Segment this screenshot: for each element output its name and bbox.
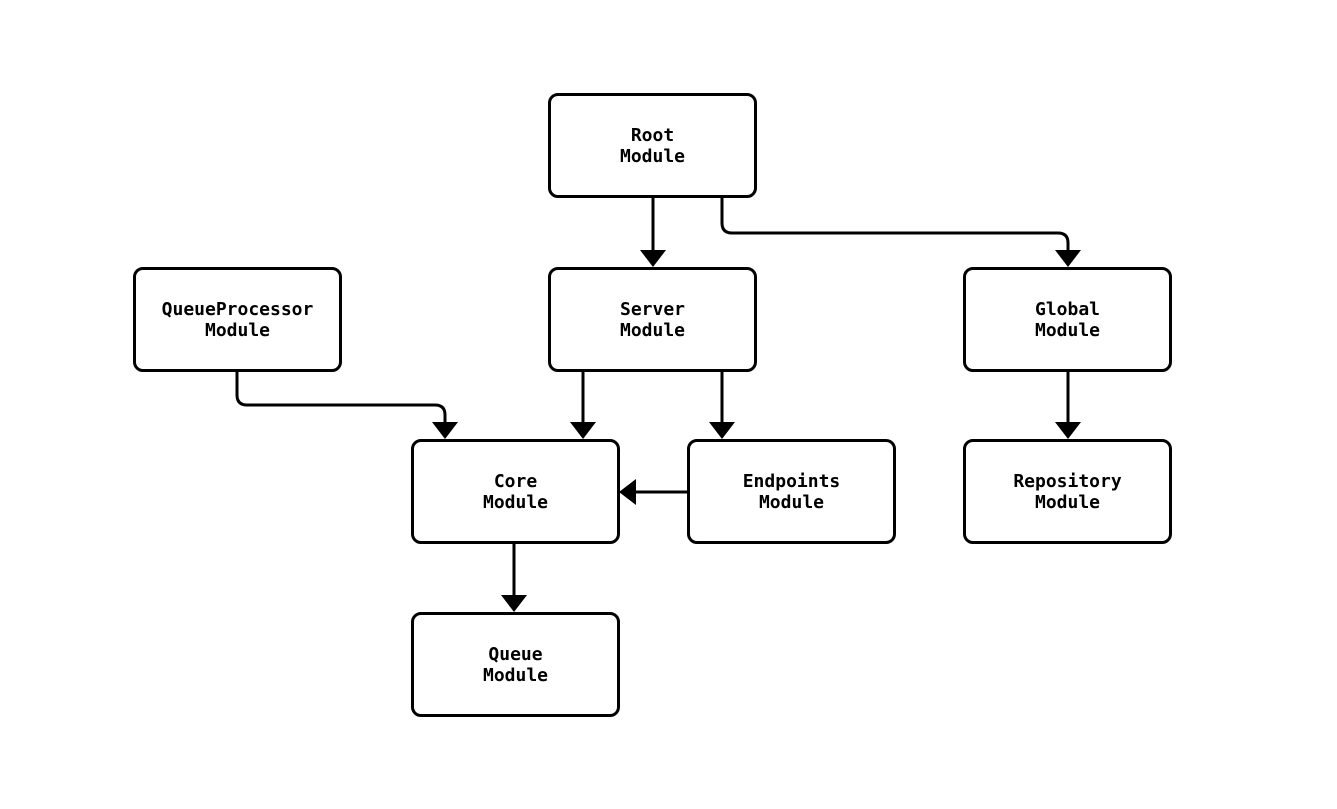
edge-root-to-global	[720, 198, 1070, 252]
node-queue-module: Queue Module	[411, 612, 620, 717]
node-label-line: Queue	[488, 643, 543, 665]
arrowhead-queueprocessor-to-core	[432, 422, 458, 439]
node-repository-module: Repository Module	[963, 439, 1172, 544]
node-queueprocessor-module: QueueProcessor Module	[133, 267, 342, 372]
node-label-line: Repository	[1013, 470, 1122, 492]
arrowhead-server-to-core	[570, 422, 596, 439]
node-endpoints-module: Endpoints Module	[687, 439, 896, 544]
node-global-module-label: Global Module	[1035, 299, 1100, 341]
arrowhead-root-to-server	[640, 250, 666, 267]
node-label-line: Module	[1034, 491, 1101, 513]
node-core-module: Core Module	[411, 439, 620, 544]
node-label-line: Root	[630, 124, 675, 146]
node-label-line: Module	[482, 491, 549, 513]
node-label-line: Module	[758, 491, 824, 513]
node-repository-module-label: Repository Module	[1013, 471, 1121, 513]
node-label-line: Global	[1034, 298, 1101, 320]
node-root-module-label: Root Module	[620, 125, 685, 167]
node-label-line: Core	[493, 470, 538, 492]
edge-queueprocessor-to-core	[235, 372, 447, 424]
node-label-line: Module	[482, 664, 549, 686]
node-queue-module-label: Queue Module	[483, 644, 548, 686]
node-root-module: Root Module	[548, 93, 757, 198]
node-label-line: Module	[619, 145, 686, 167]
node-label-line: Endpoints	[742, 470, 841, 492]
arrowhead-server-to-endpoints	[709, 422, 735, 439]
arrowhead-global-to-repository	[1055, 422, 1081, 439]
node-queueprocessor-module-label: QueueProcessor Module	[162, 299, 314, 341]
node-label-line: QueueProcessor	[161, 298, 314, 320]
node-label-line: Module	[1034, 319, 1101, 341]
node-global-module: Global Module	[963, 267, 1172, 372]
node-label-line: Module	[619, 319, 686, 341]
arrowhead-core-to-queue	[501, 595, 527, 612]
node-core-module-label: Core Module	[483, 471, 548, 513]
node-server-module: Server Module	[548, 267, 757, 372]
node-label-line: Module	[204, 319, 271, 341]
arrowhead-root-to-global	[1055, 250, 1081, 267]
node-server-module-label: Server Module	[620, 299, 685, 341]
node-endpoints-module-label: Endpoints Module	[743, 471, 841, 513]
arrowhead-endpoints-to-core	[619, 479, 636, 505]
node-label-line: Server	[619, 298, 686, 320]
